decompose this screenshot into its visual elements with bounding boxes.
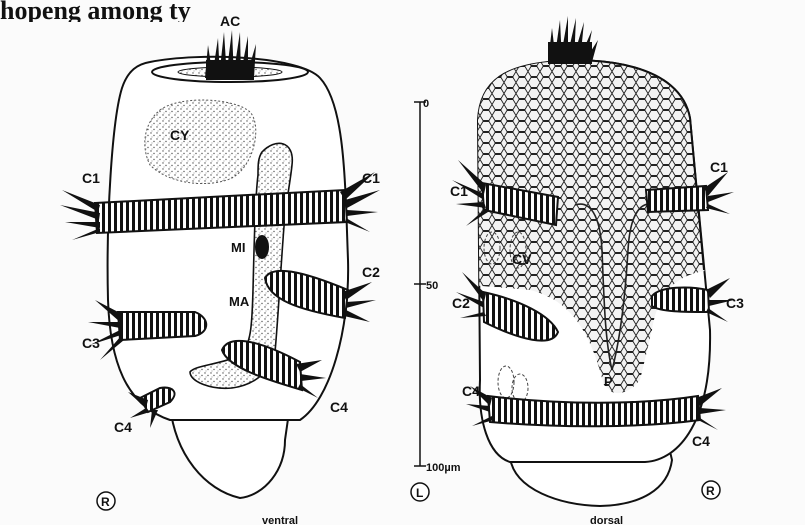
label-ac: AC — [220, 13, 240, 29]
scale-tick-100: 100µm — [426, 462, 461, 474]
circle-letter-left: R — [101, 495, 110, 509]
scale-tick-0: 0 — [423, 98, 429, 110]
label-c4-left: C4 — [114, 419, 132, 435]
label-c2: C2 — [362, 264, 380, 280]
dorsal-label-c4-right: C4 — [692, 433, 710, 449]
view-label-dorsal: dorsal — [590, 515, 623, 525]
apical-cilia-tuft — [205, 30, 256, 80]
dorsal-label-c4-left: C4 — [462, 383, 480, 399]
circle-letter-middle: L — [416, 486, 423, 500]
cytostome-region — [145, 100, 256, 184]
dorsal-label-c2: C2 — [452, 295, 470, 311]
dorsal-cell: C1 C1 CV C2 C3 P C4 C4 dorsal R — [450, 16, 744, 525]
dorsal-label-c3: C3 — [726, 295, 744, 311]
label-ma: MA — [229, 294, 250, 309]
ventral-cell: AC CY C1 C1 MI MA C2 C3 C4 C4 ventral R — [60, 13, 380, 525]
label-c4-right: C4 — [330, 399, 348, 415]
dorsal-label-cv: CV — [512, 251, 532, 267]
dorsal-label-p: P — [604, 374, 613, 389]
scale-tick-50: 50 — [426, 280, 438, 292]
label-c1-left: C1 — [82, 170, 100, 186]
dorsal-label-c1-right: C1 — [710, 159, 728, 175]
circle-letter-right: R — [706, 484, 715, 498]
label-c1-right: C1 — [362, 170, 380, 186]
dorsal-label-c1-left: C1 — [450, 183, 468, 199]
view-label-ventral: ventral — [262, 515, 298, 525]
micronucleus — [255, 235, 269, 259]
label-cy: CY — [170, 127, 190, 143]
label-mi: MI — [231, 240, 245, 255]
label-c3: C3 — [82, 335, 100, 351]
dorsal-apical-tuft — [548, 16, 598, 64]
